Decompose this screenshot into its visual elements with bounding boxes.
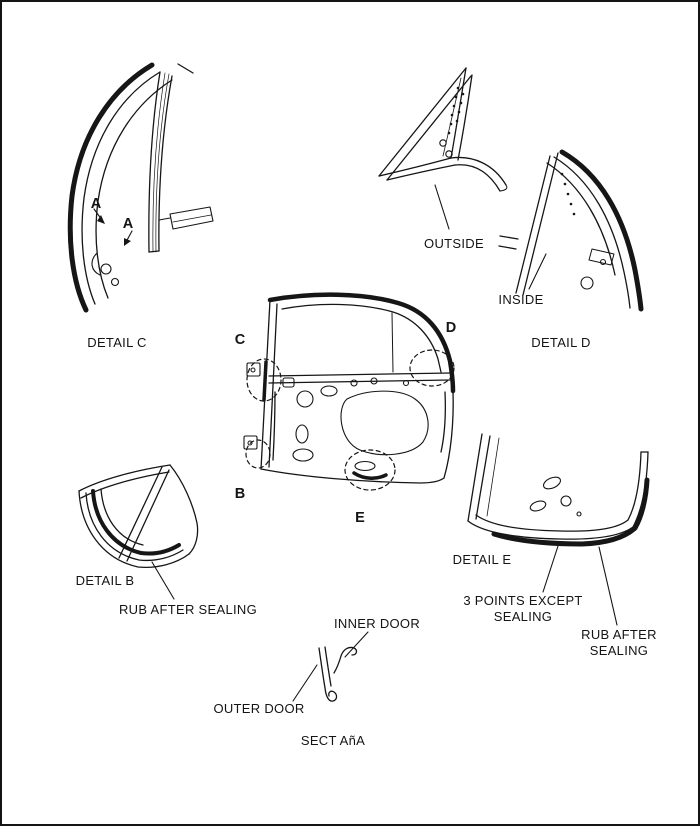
- outside-drawing: [378, 67, 508, 230]
- rub-after-sealing-e-caption: RUB AFTER SEALING: [581, 627, 657, 659]
- callout-b: B: [234, 486, 246, 502]
- inside-caption: INSIDE: [498, 292, 544, 307]
- rub-after-line-2: SEALING: [589, 643, 649, 658]
- outside-caption: OUTSIDE: [424, 236, 484, 251]
- section-a-a-drawing: [292, 631, 369, 702]
- section-caption: SECT AñA: [300, 733, 366, 748]
- rub-after-sealing-b-caption: RUB AFTER SEALING: [118, 602, 258, 617]
- callout-a-1: A: [90, 196, 102, 212]
- callout-d: D: [445, 320, 457, 336]
- callout-e: E: [355, 510, 365, 526]
- three-points-line-1: 3 POINTS EXCEPT: [463, 593, 583, 608]
- detail-e-caption: DETAIL E: [452, 552, 512, 567]
- rub-after-line-1: RUB AFTER: [581, 627, 657, 642]
- three-points-except-sealing-caption: 3 POINTS EXCEPT SEALING: [463, 593, 582, 625]
- outer-door-caption: OUTER DOOR: [213, 701, 305, 716]
- detail-c-drawing: [67, 62, 214, 313]
- detail-b-caption: DETAIL B: [75, 573, 135, 588]
- detail-e-drawing: [467, 433, 650, 626]
- three-points-line-2: SEALING: [493, 609, 553, 624]
- inside-detail-d-drawing: [498, 149, 644, 312]
- detail-b-drawing: [78, 464, 199, 600]
- callout-c: C: [234, 332, 246, 348]
- rear-door-drawing: [243, 292, 456, 491]
- inner-door-caption: INNER DOOR: [333, 616, 421, 631]
- detail-d-caption: DETAIL D: [531, 335, 591, 350]
- detail-c-caption: DETAIL C: [87, 335, 147, 350]
- callout-a-2: A: [122, 216, 134, 232]
